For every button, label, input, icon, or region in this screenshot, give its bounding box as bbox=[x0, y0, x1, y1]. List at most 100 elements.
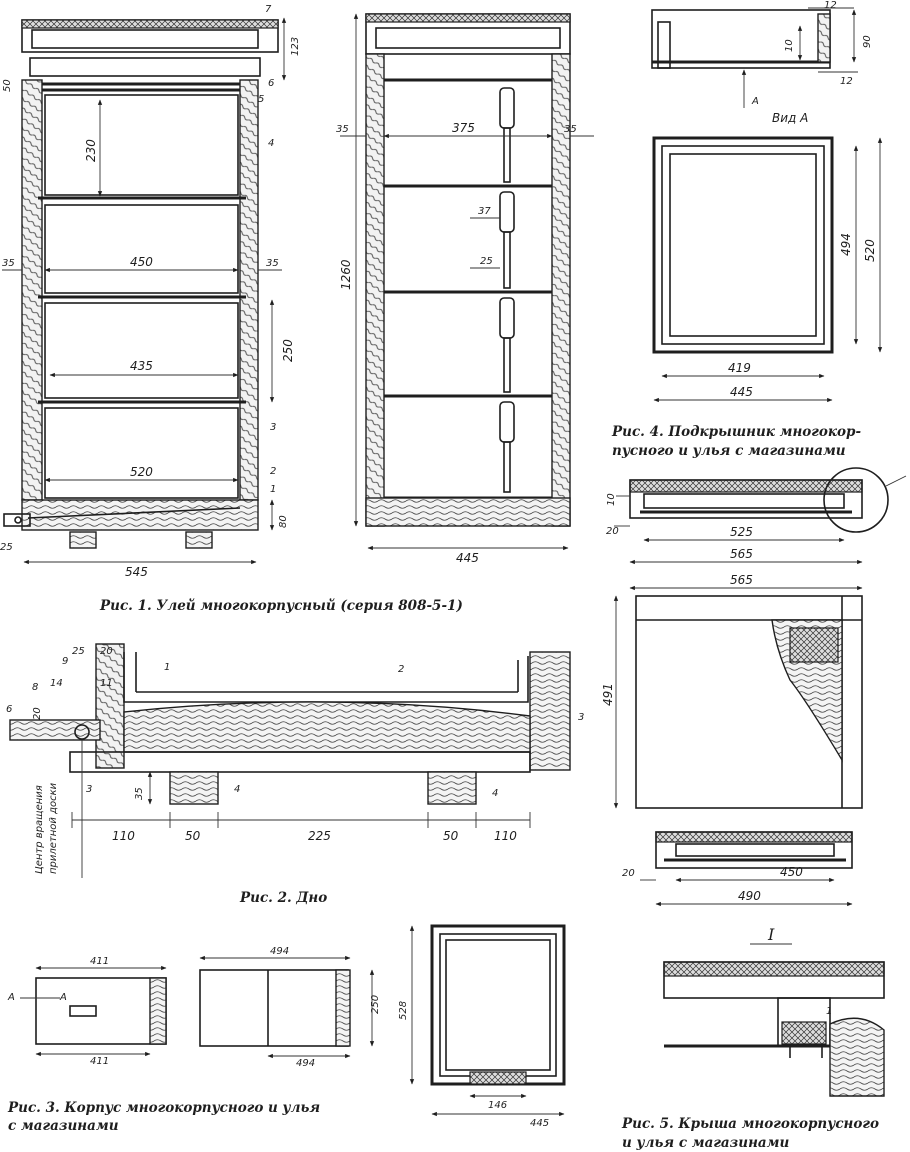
fig4-dim-10: 10 bbox=[784, 39, 795, 52]
fig2-dim-110-right: 110 bbox=[494, 829, 517, 843]
fig2-dim-35: 35 bbox=[134, 787, 145, 800]
fig4-arrow-a: А bbox=[751, 96, 759, 107]
fig5-dim-20-top: 20 bbox=[606, 526, 619, 537]
fig1-dim-123: 123 bbox=[290, 37, 301, 56]
fig1b-dim-37: 37 bbox=[478, 206, 491, 217]
fig1b-dim-445: 445 bbox=[456, 551, 479, 565]
fig1b-dim-35-left: 35 bbox=[336, 124, 349, 135]
fig5-caption-line1: Рис. 5. Крыша многокорпусного bbox=[621, 1116, 879, 1132]
fig3-dim-411-top: 411 bbox=[90, 956, 109, 967]
fig2-foot-right bbox=[427, 771, 477, 805]
fig5-dim-10: 10 bbox=[606, 493, 617, 506]
fig1-hive-section: 50 123 230 35 450 35 250 435 520 80 25 5… bbox=[0, 4, 301, 579]
fig1b-dim-375: 375 bbox=[452, 121, 475, 135]
fig5-dim-20-bottom: 20 bbox=[622, 868, 635, 879]
fig5-dim-450: 450 bbox=[780, 865, 803, 879]
fig5-plan bbox=[635, 595, 863, 809]
fig2-callout-8: 8 bbox=[32, 682, 38, 693]
fig1-dim-230: 230 bbox=[84, 139, 98, 162]
fig2-dim-25: 25 bbox=[72, 646, 85, 657]
fig2-dim-50-left: 50 bbox=[185, 829, 201, 843]
fig3-caption-line2: с магазинами bbox=[8, 1118, 119, 1134]
fig5-dim-491: 491 bbox=[601, 683, 615, 706]
fig2-dim-50-right: 50 bbox=[443, 829, 459, 843]
fig1-callout-2: 2 bbox=[270, 466, 276, 477]
fig3-body-views: 411 411 А А 494 494 250 528 445 146 bbox=[7, 924, 566, 1129]
fig4-dim-494: 494 bbox=[839, 233, 853, 256]
fig3-arrow-a-right: А bbox=[59, 992, 67, 1003]
fig1-dim-435: 435 bbox=[130, 359, 153, 373]
fig1b-hive-front: 35 375 35 37 25 1260 445 bbox=[336, 13, 594, 565]
fig2-dim-110-left: 110 bbox=[112, 829, 135, 843]
fig1-foot-right bbox=[185, 531, 213, 549]
fig1-dim-80: 80 bbox=[278, 515, 289, 528]
fig1-landing-board bbox=[3, 513, 31, 527]
fig2-callout-4-left: 4 bbox=[234, 784, 240, 795]
fig2-callout-3-left: 3 bbox=[86, 784, 92, 795]
fig5-dim-490: 490 bbox=[738, 889, 761, 903]
fig5-roof: 10 20 525 565 565 491 450 20 490 I 1 bbox=[601, 467, 907, 1097]
fig2-dim-225: 225 bbox=[308, 829, 331, 843]
fig1-callout-7: 7 bbox=[265, 4, 272, 15]
fig2-right-rail bbox=[529, 651, 571, 771]
fig1b-frame-lugs bbox=[499, 87, 515, 493]
fig5-callout-1: 1 bbox=[826, 1006, 832, 1017]
fig1b-dim-35-right: 35 bbox=[564, 124, 577, 135]
fig2-dim-11: 11 bbox=[100, 678, 113, 689]
fig2-callout-2: 2 bbox=[398, 664, 404, 675]
fig1-dim-545: 545 bbox=[125, 565, 148, 579]
fig1-dim-35-right: 35 bbox=[266, 258, 279, 269]
fig1-frames bbox=[38, 94, 246, 499]
fig5-dim-565-a: 565 bbox=[730, 547, 753, 561]
fig4-dim-445: 445 bbox=[730, 385, 753, 399]
fig2-callout-9: 9 bbox=[62, 656, 68, 667]
fig1-callout-3: 3 bbox=[270, 422, 276, 433]
fig4-view-a-label: Вид А bbox=[772, 111, 808, 125]
fig2-foot-left bbox=[169, 771, 219, 805]
fig2-dim-20-top: 20 bbox=[100, 646, 113, 657]
fig2-callout-6: 6 bbox=[6, 704, 12, 715]
fig5-section-label: I bbox=[767, 925, 775, 944]
fig1-dim-35-left: 35 bbox=[2, 258, 15, 269]
fig4-dim-90: 90 bbox=[862, 35, 873, 48]
fig2-caption: Рис. 2. Дно bbox=[239, 890, 327, 906]
fig2-landing-board bbox=[9, 719, 101, 741]
fig1-callout-4: 4 bbox=[268, 138, 274, 149]
fig2-left-rail bbox=[95, 643, 125, 769]
fig3-dim-445: 445 bbox=[530, 1118, 549, 1129]
fig1-caption: Рис. 1. Улей многокорпусный (серия 808-5… bbox=[99, 598, 463, 614]
fig1-bottom bbox=[21, 499, 259, 531]
fig4-plan-outer bbox=[652, 136, 834, 354]
fig4-dim-12-top: 12 bbox=[824, 0, 837, 11]
fig2-dim-14: 14 bbox=[50, 678, 63, 689]
fig1-dim-50: 50 bbox=[2, 79, 13, 92]
fig1b-dim-25: 25 bbox=[480, 256, 493, 267]
fig1-callout-1: 1 bbox=[270, 484, 276, 495]
fig3-dim-411-bottom: 411 bbox=[90, 1056, 109, 1067]
fig1-callout-6: 6 bbox=[268, 78, 274, 89]
fig3-dim-146: 146 bbox=[488, 1100, 507, 1111]
fig2-dim-20-side: 20 bbox=[32, 707, 43, 720]
fig4-dim-520: 520 bbox=[863, 239, 877, 262]
fig4-caption-line1: Рис. 4. Подкрышник многокор- bbox=[611, 424, 861, 440]
fig4-caption-line2: пусного и улья с магазинами bbox=[612, 443, 846, 459]
fig2-floor bbox=[123, 701, 531, 753]
fig4-dim-12-bottom: 12 bbox=[840, 76, 853, 87]
fig1-dim-520: 520 bbox=[130, 465, 153, 479]
fig4-dim-419: 419 bbox=[728, 361, 751, 375]
fig1-foot-left bbox=[69, 531, 97, 549]
fig2-callout-4-right: 4 bbox=[492, 788, 498, 799]
fig2-center-note-line1: Центр вращения bbox=[34, 785, 45, 874]
fig5-detail-circle bbox=[823, 467, 889, 533]
fig1-dim-250: 250 bbox=[281, 339, 295, 362]
fig3-dim-494-bottom: 494 bbox=[296, 1058, 315, 1069]
fig5-dim-525: 525 bbox=[730, 525, 753, 539]
fig2-center-note-line2: прилетной доски bbox=[48, 782, 59, 874]
fig3-dim-494-top: 494 bbox=[270, 946, 289, 957]
fig1-dim-450: 450 bbox=[130, 255, 153, 269]
fig2-callout-3-right: 3 bbox=[578, 712, 584, 723]
fig5-dim-565-b: 565 bbox=[730, 573, 753, 587]
fig2-bottom-board: 25 20 14 11 20 35 110 50 225 50 110 9 8 … bbox=[6, 643, 584, 878]
fig1-right-wall bbox=[239, 79, 259, 501]
